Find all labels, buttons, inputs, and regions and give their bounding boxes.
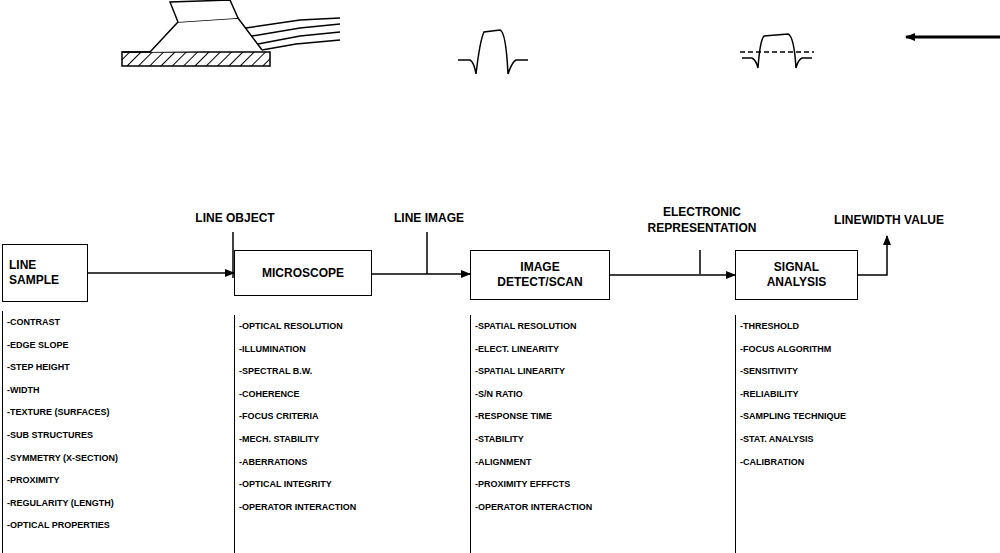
stage-node: IMAGE DETECT/SCAN -SPATIAL RESOLUTION-ELE… xyxy=(470,250,610,553)
parameter-item: -MECH. STABILITY xyxy=(235,428,372,451)
parameter-item: -OPTICAL INTEGRITY xyxy=(235,473,372,496)
parameter-item: -PROXIMITY xyxy=(3,469,118,492)
line-image-profile xyxy=(458,30,528,74)
parameter-list: -CONTRAST-EDGE SLOPE-STEP HEIGHT-WIDTH-T… xyxy=(2,311,118,553)
stage-title: IMAGE DETECT/SCAN xyxy=(495,260,585,290)
stage-label: LINE IMAGE xyxy=(367,210,491,226)
stage-box: LINE SAMPLE xyxy=(2,244,88,302)
parameter-item: -SUB STRUCTURES xyxy=(3,424,118,447)
parameter-item: -OPTICAL PROPERTIES xyxy=(3,514,118,537)
stage-node: SIGNAL ANALYSIS -THRESHOLD-FOCUS ALGORITH… xyxy=(735,250,858,553)
parameter-list: -SPATIAL RESOLUTION-ELECT. LINEARITY-SPA… xyxy=(470,315,610,553)
stage-box: SIGNAL ANALYSIS xyxy=(735,250,858,300)
parameter-item: -CALIBRATION xyxy=(736,451,858,474)
parameter-item: -STAT. ANALYSIS xyxy=(736,428,858,451)
parameter-item: -SPATIAL RESOLUTION xyxy=(471,315,610,338)
parameter-item: -ELECT. LINEARITY xyxy=(471,338,610,361)
parameter-item: -ALIGNMENT xyxy=(471,451,610,474)
parameter-item: -SENSITIVITY xyxy=(736,360,858,383)
parameter-item: -CONTRAST xyxy=(3,311,118,334)
stage-box: MICROSCOPE xyxy=(234,250,372,296)
line-object-figure xyxy=(122,0,340,66)
parameter-item: -COHERENCE xyxy=(235,383,372,406)
parameter-list: -OPTICAL RESOLUTION-ILLUMINATION-SPECTRA… xyxy=(234,315,372,553)
parameter-item: -TEXTURE (SURFACES) xyxy=(3,401,118,424)
parameter-item: -WIDTH xyxy=(3,379,118,402)
flow-arrow xyxy=(610,274,735,276)
return-arrow xyxy=(906,36,1000,39)
parameter-list: -THRESHOLD-FOCUS ALGORITHM-SENSITIVITY-R… xyxy=(735,315,858,553)
stage-title: LINE SAMPLE xyxy=(9,258,79,288)
parameter-item: -OPERATOR INTERACTION xyxy=(235,496,372,519)
parameter-item: -S/N RATIO xyxy=(471,383,610,406)
leader-line xyxy=(699,250,701,274)
stage-title: SIGNAL ANALYSIS xyxy=(757,260,837,290)
parameter-item: -REGULARITY (LENGTH) xyxy=(3,492,118,515)
stage-label: ELECTRONIC REPRESENTATION xyxy=(630,204,774,236)
parameter-item: -THRESHOLD xyxy=(736,315,858,338)
flow-arrow xyxy=(372,273,470,275)
parameter-item: -PROXIMITY EFFFCTS xyxy=(471,473,610,496)
stage-node: MICROSCOPE -OPTICAL RESOLUTION-ILLUMINATI… xyxy=(234,250,372,553)
leader-line xyxy=(426,232,428,274)
parameter-item: -STABILITY xyxy=(471,428,610,451)
stage-box: IMAGE DETECT/SCAN xyxy=(470,250,610,300)
parameter-item: -ILLUMINATION xyxy=(235,338,372,361)
parameter-item: -ABERRATIONS xyxy=(235,451,372,474)
parameter-item: -SYMMETRY (X-SECTION) xyxy=(3,447,118,470)
parameter-item: -OPTICAL RESOLUTION xyxy=(235,315,372,338)
parameter-item: -SPATIAL LINEARITY xyxy=(471,360,610,383)
stage-label: LINE OBJECT xyxy=(168,210,302,226)
parameter-item: -OPERATOR INTERACTION xyxy=(471,496,610,519)
parameter-item: -EDGE SLOPE xyxy=(3,334,118,357)
parameter-item: -STEP HEIGHT xyxy=(3,356,118,379)
parameter-item: -FOCUS ALGORITHM xyxy=(736,338,858,361)
output-arrow xyxy=(858,236,887,275)
stage-node: LINE SAMPLE -CONTRAST-EDGE SLOPE-STEP HEI… xyxy=(2,244,118,553)
parameter-item: -RESPONSE TIME xyxy=(471,405,610,428)
stage-label: LINEWIDTH VALUE xyxy=(832,212,946,228)
stage-title: MICROSCOPE xyxy=(262,266,344,281)
flow-arrow xyxy=(88,272,234,274)
parameter-item: -FOCUS CRITERIA xyxy=(235,405,372,428)
electronic-signal xyxy=(740,34,814,68)
parameter-item: -RELIABILITY xyxy=(736,383,858,406)
parameter-item: -SAMPLING TECHNIQUE xyxy=(736,405,858,428)
parameter-item: -SPECTRAL B.W. xyxy=(235,360,372,383)
